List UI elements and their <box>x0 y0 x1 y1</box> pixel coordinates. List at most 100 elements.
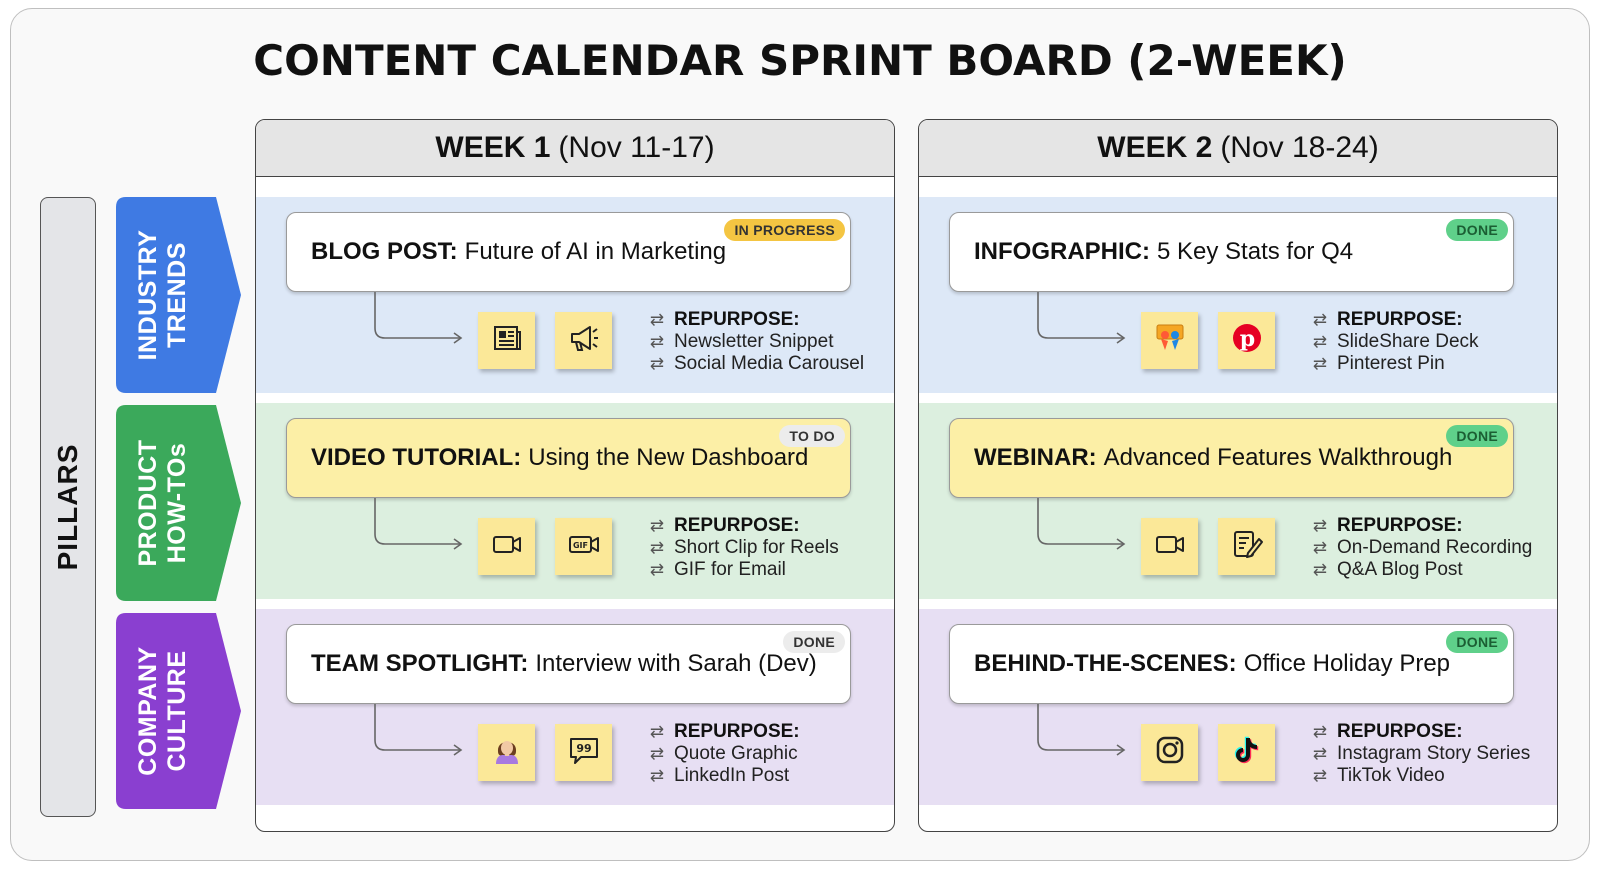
status-badge[interactable]: TO DO <box>779 425 845 447</box>
content-type: INFOGRAPHIC: <box>974 238 1150 265</box>
content-title: Interview with Sarah (Dev) <box>535 650 817 677</box>
repurpose-item: Instagram Story Series <box>1337 743 1531 764</box>
repurpose-item: Social Media Carousel <box>674 353 865 374</box>
status-badge[interactable]: IN PROGRESS <box>724 219 845 241</box>
content-card[interactable]: WEBINAR: Advanced Features Walkthrough D… <box>949 418 1514 498</box>
repurpose-heading: REPURPOSE: <box>674 721 800 742</box>
content-title: 5 Key Stats for Q4 <box>1157 238 1354 265</box>
repurpose-heading: REPURPOSE: <box>674 309 800 330</box>
repeat-icon: ⇄ <box>1312 766 1328 785</box>
asset-sticky-2[interactable]: 99 <box>555 724 612 781</box>
repurpose-list: ⇄ REPURPOSE: ⇄ On-Demand Recording ⇄ Q&A… <box>1309 515 1533 581</box>
page-title: CONTENT CALENDAR SPRINT BOARD (2-WEEK) <box>253 36 1347 85</box>
repeat-icon: ⇄ <box>649 332 665 351</box>
repurpose-item: LinkedIn Post <box>674 765 790 786</box>
pillars-label: PILLARS <box>52 443 83 571</box>
repurpose-list: ⇄ REPURPOSE: ⇄ Newsletter Snippet ⇄ Soci… <box>646 309 864 375</box>
content-card[interactable]: VIDEO TUTORIAL: Using the New Dashboard … <box>286 418 851 498</box>
content-type: BLOG POST: <box>311 238 458 265</box>
asset-sticky-1[interactable] <box>478 724 535 781</box>
repurpose-item: TikTok Video <box>1337 765 1445 786</box>
repurpose-list: ⇄ REPURPOSE: ⇄ Quote Graphic ⇄ LinkedIn … <box>646 721 800 787</box>
week-2-dates: (Nov 18-24) <box>1220 131 1379 164</box>
repurpose-item: Pinterest Pin <box>1337 353 1445 374</box>
connector-arrow <box>1037 704 1126 756</box>
person-avatar-icon <box>490 733 524 772</box>
pillar-row-band: INFOGRAPHIC: 5 Key Stats for Q4 DONE p ⇄… <box>919 197 1557 393</box>
asset-sticky-2[interactable]: GIF <box>555 518 612 575</box>
repeat-icon: ⇄ <box>1312 560 1328 579</box>
asset-sticky-2[interactable] <box>555 312 612 369</box>
content-card[interactable]: BLOG POST: Future of AI in Marketing IN … <box>286 212 851 292</box>
repurpose-heading: REPURPOSE: <box>1337 515 1463 536</box>
repurpose-item: On-Demand Recording <box>1337 537 1533 558</box>
content-type: VIDEO TUTORIAL: <box>311 444 522 471</box>
asset-sticky-1[interactable] <box>478 312 535 369</box>
repurpose-list: ⇄ REPURPOSE: ⇄ Short Clip for Reels ⇄ GI… <box>646 515 839 581</box>
repeat-icon: ⇄ <box>1312 354 1328 373</box>
repeat-icon: ⇄ <box>649 766 665 785</box>
week-1-column: WEEK 1 (Nov 11-17) BLOG POST: Future of … <box>255 119 895 832</box>
repeat-icon: ⇄ <box>649 722 665 741</box>
connector-arrow <box>374 292 463 344</box>
pinterest-icon: p <box>1230 321 1264 360</box>
repeat-icon: ⇄ <box>1312 310 1328 329</box>
repeat-icon: ⇄ <box>649 744 665 763</box>
repurpose-item: Quote Graphic <box>674 743 798 764</box>
asset-sticky-1[interactable] <box>478 518 535 575</box>
asset-sticky-1[interactable] <box>1141 724 1198 781</box>
connector-arrow <box>374 704 463 756</box>
repurpose-item: Short Clip for Reels <box>674 537 839 558</box>
tiktok-icon <box>1230 733 1264 772</box>
asset-sticky-2[interactable] <box>1218 518 1275 575</box>
svg-text:p: p <box>1239 326 1254 352</box>
connector-arrow <box>1037 292 1126 344</box>
repeat-icon: ⇄ <box>649 516 665 535</box>
content-card[interactable]: BEHIND-THE-SCENES: Office Holiday Prep D… <box>949 624 1514 704</box>
content-card[interactable]: TEAM SPOTLIGHT: Interview with Sarah (De… <box>286 624 851 704</box>
pillar-row-band: TEAM SPOTLIGHT: Interview with Sarah (De… <box>256 609 894 805</box>
repurpose-item: Q&A Blog Post <box>1337 559 1463 580</box>
slideshare-icon <box>1153 321 1187 360</box>
instagram-icon <box>1153 733 1187 772</box>
content-type: BEHIND-THE-SCENES: <box>974 650 1237 677</box>
status-badge[interactable]: DONE <box>783 631 845 653</box>
content-title: Advanced Features Walkthrough <box>1103 444 1453 471</box>
repeat-icon: ⇄ <box>649 310 665 329</box>
status-badge[interactable]: DONE <box>1446 219 1508 241</box>
repeat-icon: ⇄ <box>649 560 665 579</box>
pillar-row-band: VIDEO TUTORIAL: Using the New Dashboard … <box>256 403 894 599</box>
content-type: TEAM SPOTLIGHT: <box>311 650 529 677</box>
status-badge[interactable]: DONE <box>1446 631 1508 653</box>
pillar-row-band: BEHIND-THE-SCENES: Office Holiday Prep D… <box>919 609 1557 805</box>
content-title: Office Holiday Prep <box>1243 650 1451 677</box>
status-badge[interactable]: DONE <box>1446 425 1508 447</box>
content-title: Using the New Dashboard <box>528 444 809 471</box>
svg-text:99: 99 <box>576 742 591 755</box>
asset-sticky-2[interactable]: p <box>1218 312 1275 369</box>
connector-arrow <box>1037 498 1126 550</box>
connector-arrow <box>374 498 463 550</box>
repurpose-heading: REPURPOSE: <box>1337 721 1463 742</box>
pillars-column: PILLARS <box>40 197 96 817</box>
content-type: WEBINAR: <box>974 444 1097 471</box>
repeat-icon: ⇄ <box>1312 722 1328 741</box>
pillar-row-band: WEBINAR: Advanced Features Walkthrough D… <box>919 403 1557 599</box>
gif-camera-icon: GIF <box>567 527 601 566</box>
asset-sticky-2[interactable] <box>1218 724 1275 781</box>
asset-sticky-1[interactable] <box>1141 312 1198 369</box>
svg-text:GIF: GIF <box>572 541 587 550</box>
content-card[interactable]: INFOGRAPHIC: 5 Key Stats for Q4 DONE <box>949 212 1514 292</box>
asset-sticky-1[interactable] <box>1141 518 1198 575</box>
week-1-dates: (Nov 11-17) <box>558 131 715 164</box>
repeat-icon: ⇄ <box>649 354 665 373</box>
repurpose-heading: REPURPOSE: <box>1337 309 1463 330</box>
repurpose-list: ⇄ REPURPOSE: ⇄ SlideShare Deck ⇄ Pintere… <box>1309 309 1479 375</box>
content-title: Future of AI in Marketing <box>464 238 727 265</box>
